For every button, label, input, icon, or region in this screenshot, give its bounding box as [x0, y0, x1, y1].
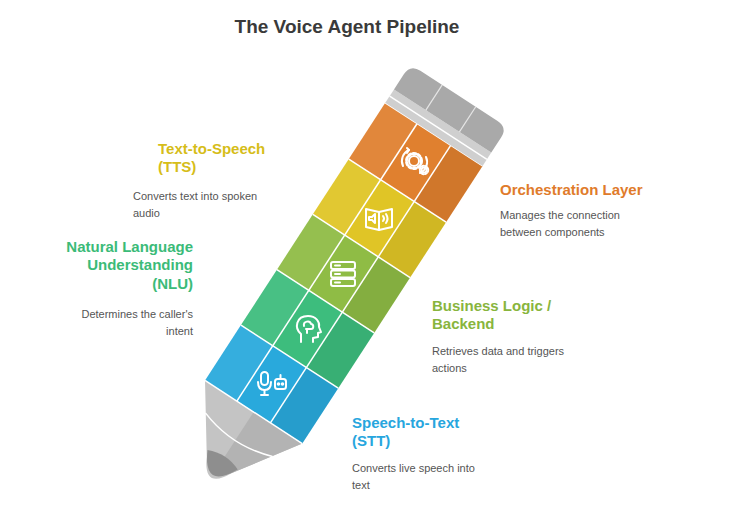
gears-icon: [402, 148, 428, 174]
stage-description: Converts live speech into text: [352, 460, 484, 493]
stage-description: Manages the connection between component…: [500, 207, 645, 240]
pencil-body: [163, 64, 508, 505]
stage-description: Determines the caller's intent: [68, 306, 193, 339]
pencil-cone-edge: [202, 413, 273, 462]
server-icon: [331, 262, 355, 286]
stage-heading: Natural Language Understanding (NLU): [53, 238, 193, 293]
stage-description: Converts text into spoken audio: [133, 188, 278, 221]
pencil-eraser: [394, 64, 508, 152]
stage-heading: Speech-to-Text (STT): [352, 414, 477, 451]
pencil-tip: [198, 447, 240, 485]
stage-heading: Text-to-Speech (TTS): [158, 140, 288, 177]
head-icon: [297, 316, 321, 342]
stage-heading: Business Logic / Backend: [432, 297, 567, 334]
diagram-title: The Voice Agent Pipeline: [0, 16, 694, 39]
stage-description: Retrieves data and triggers actions: [432, 343, 582, 376]
microphone-icon: [258, 372, 286, 395]
stage-heading: Orchestration Layer: [500, 181, 690, 199]
speaker-book-icon: [366, 209, 392, 230]
